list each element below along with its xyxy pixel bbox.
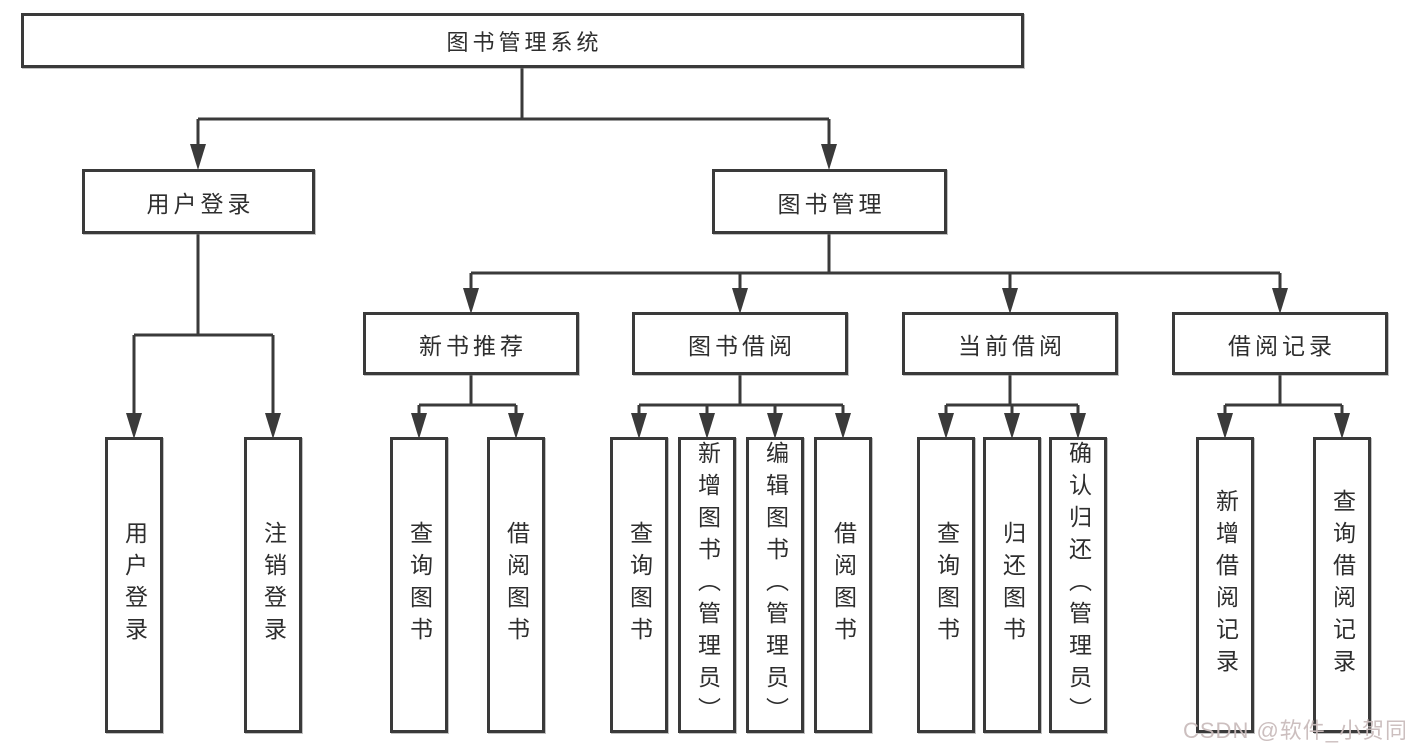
leaf-current-query-book: 查询图书 [917, 437, 975, 733]
leaf-borrow-query-book: 查询图书 [610, 437, 668, 733]
leaf-record-add-borrow-record: 新增借阅记录 [1196, 437, 1254, 733]
node-borrow-record: 借阅记录 [1172, 312, 1388, 375]
leaf-current-confirm-return-admin: 确认归还（管理员） [1049, 437, 1107, 733]
leaf-logout: 注销登录 [244, 437, 302, 733]
leaf-newbook-borrow-book: 借阅图书 [487, 437, 545, 733]
leaf-current-return-book: 归还图书 [983, 437, 1041, 733]
node-book-borrow: 图书借阅 [632, 312, 848, 375]
leaf-borrow-edit-book-admin: 编辑图书（管理员） [746, 437, 804, 733]
arrowheads [126, 144, 1350, 439]
node-new-book-recommend: 新书推荐 [363, 312, 579, 375]
leaf-record-query-borrow-record: 查询借阅记录 [1313, 437, 1371, 733]
csdn-watermark: CSDN @软件_小贺同学 [1183, 718, 1405, 743]
leaf-user-login: 用户登录 [105, 437, 163, 733]
node-user-login: 用户登录 [82, 169, 315, 234]
node-book-management: 图书管理 [712, 169, 947, 234]
node-current-borrow: 当前借阅 [902, 312, 1118, 375]
leaf-newbook-query-book: 查询图书 [390, 437, 448, 733]
leaf-borrow-add-book-admin: 新增图书（管理员） [678, 437, 736, 733]
node-library-management-system: 图书管理系统 [21, 13, 1024, 68]
leaf-borrow-borrow-book: 借阅图书 [814, 437, 872, 733]
